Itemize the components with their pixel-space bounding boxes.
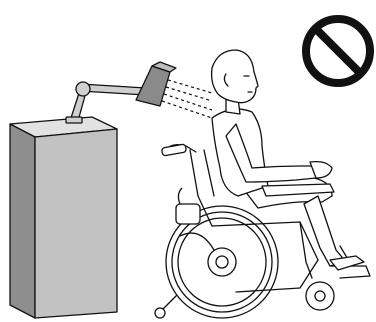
front-caster <box>306 282 334 310</box>
prohibition-icon <box>306 19 370 83</box>
side-guard <box>176 204 200 224</box>
anti-tip-bar <box>162 296 176 310</box>
cabinet-front <box>10 124 35 318</box>
push-handle-grip <box>161 144 186 156</box>
person-head <box>212 50 258 103</box>
person-lower-leg <box>304 196 346 266</box>
cabinet-side <box>35 129 117 318</box>
arm-joint-base <box>66 117 82 123</box>
cabinet <box>10 117 117 318</box>
front-post <box>300 222 312 278</box>
anti-tip-wheel <box>155 308 165 318</box>
sensor-head <box>136 62 176 106</box>
arm-elbow <box>76 82 90 96</box>
emission-lines <box>162 80 212 118</box>
device-arm <box>66 82 146 123</box>
backrest-post-2 <box>204 150 214 196</box>
sensor-head-face <box>136 66 170 106</box>
